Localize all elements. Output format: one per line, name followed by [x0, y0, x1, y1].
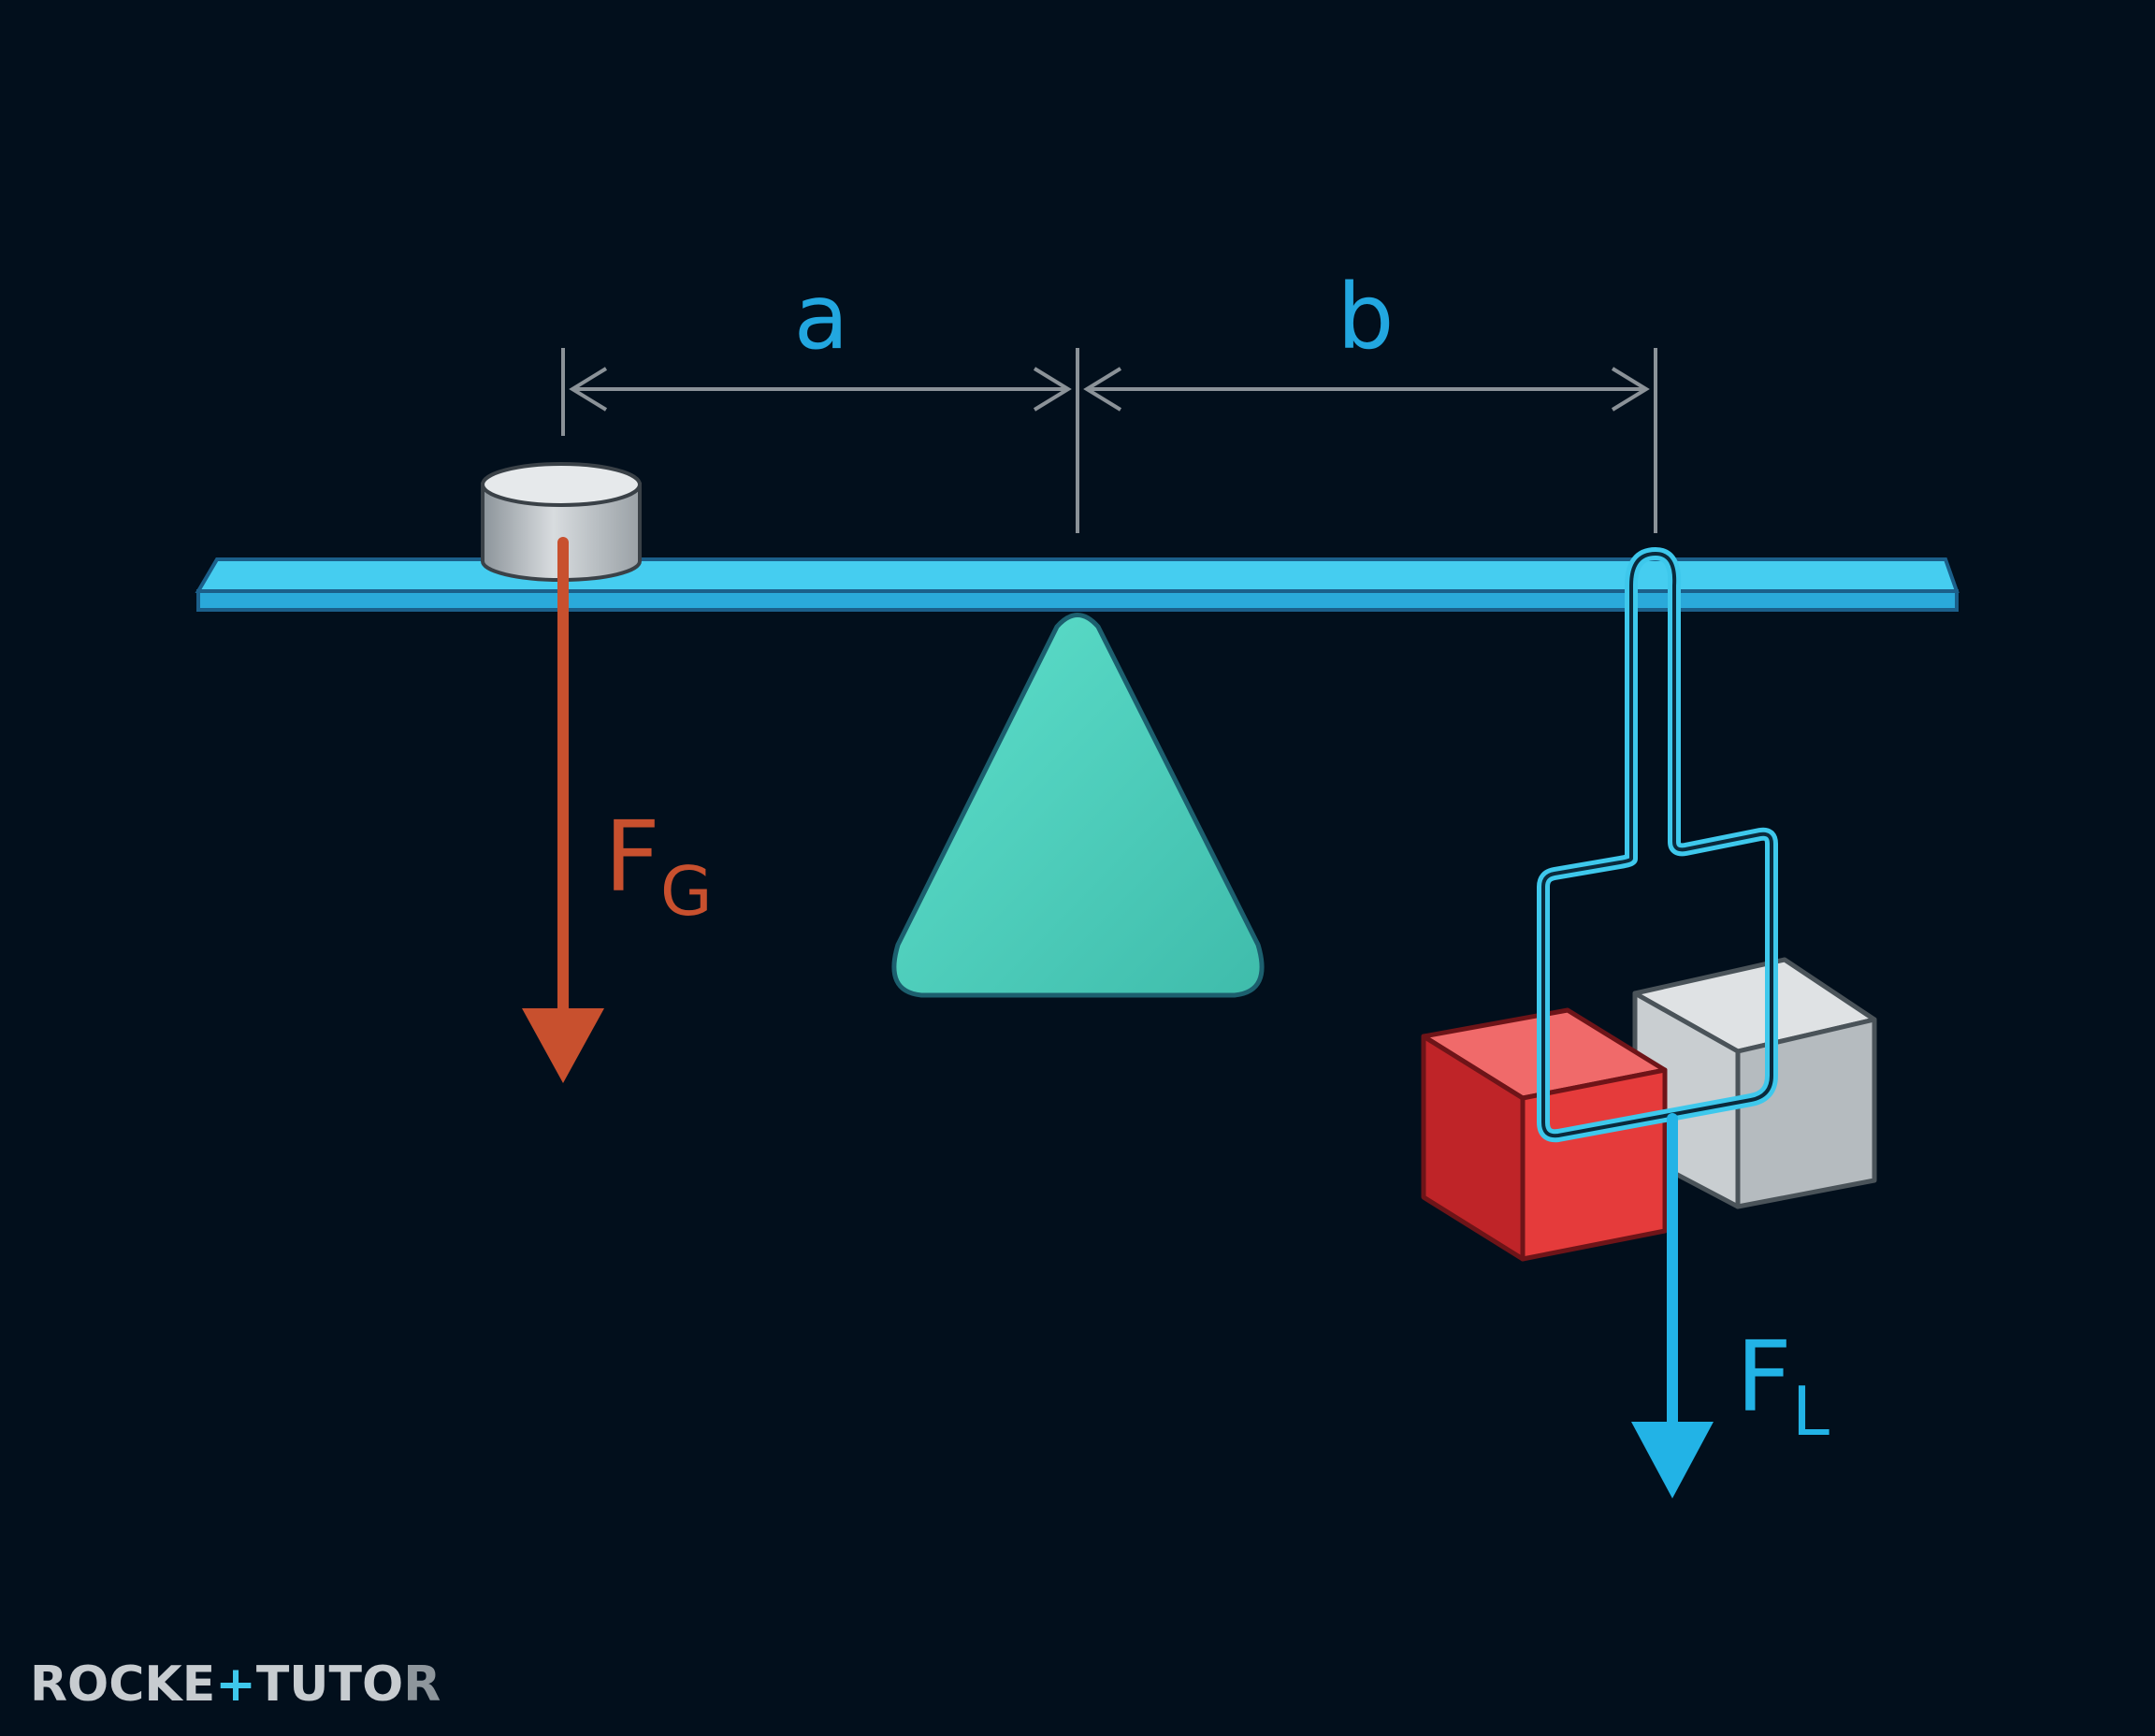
logo-part-2: TUTO — [256, 1656, 403, 1713]
force-fl-arrow — [1631, 1113, 1714, 1498]
force-fg-arrow — [522, 537, 604, 1083]
dimension-a-arrow-right — [1033, 367, 1072, 412]
dimension-lines — [561, 348, 1657, 533]
dimension-a-label: a — [794, 265, 849, 369]
dimension-a-arrow-left — [569, 367, 608, 412]
force-fg-symbol: F — [604, 800, 660, 914]
force-fg-subscript: G — [660, 852, 713, 931]
hanger-hook — [1537, 547, 1778, 1143]
fulcrum — [891, 613, 1265, 998]
force-fl-symbol: F — [1736, 1320, 1792, 1434]
logo-part-3: R — [403, 1656, 441, 1713]
dimension-b-arrow-left — [1083, 367, 1122, 412]
force-fl-label: FL — [1736, 1320, 1830, 1451]
lever-beam — [195, 557, 1960, 612]
dimension-b-label: b — [1338, 265, 1395, 369]
dimension-b-arrow-right — [1611, 367, 1650, 412]
force-fl-subscript: L — [1792, 1372, 1830, 1451]
force-fg-label: FG — [604, 800, 713, 931]
logo-plus: + — [215, 1656, 256, 1713]
logo: ROCKE+TUTOR — [30, 1656, 441, 1713]
logo-part-1: ROCKE — [30, 1656, 215, 1713]
